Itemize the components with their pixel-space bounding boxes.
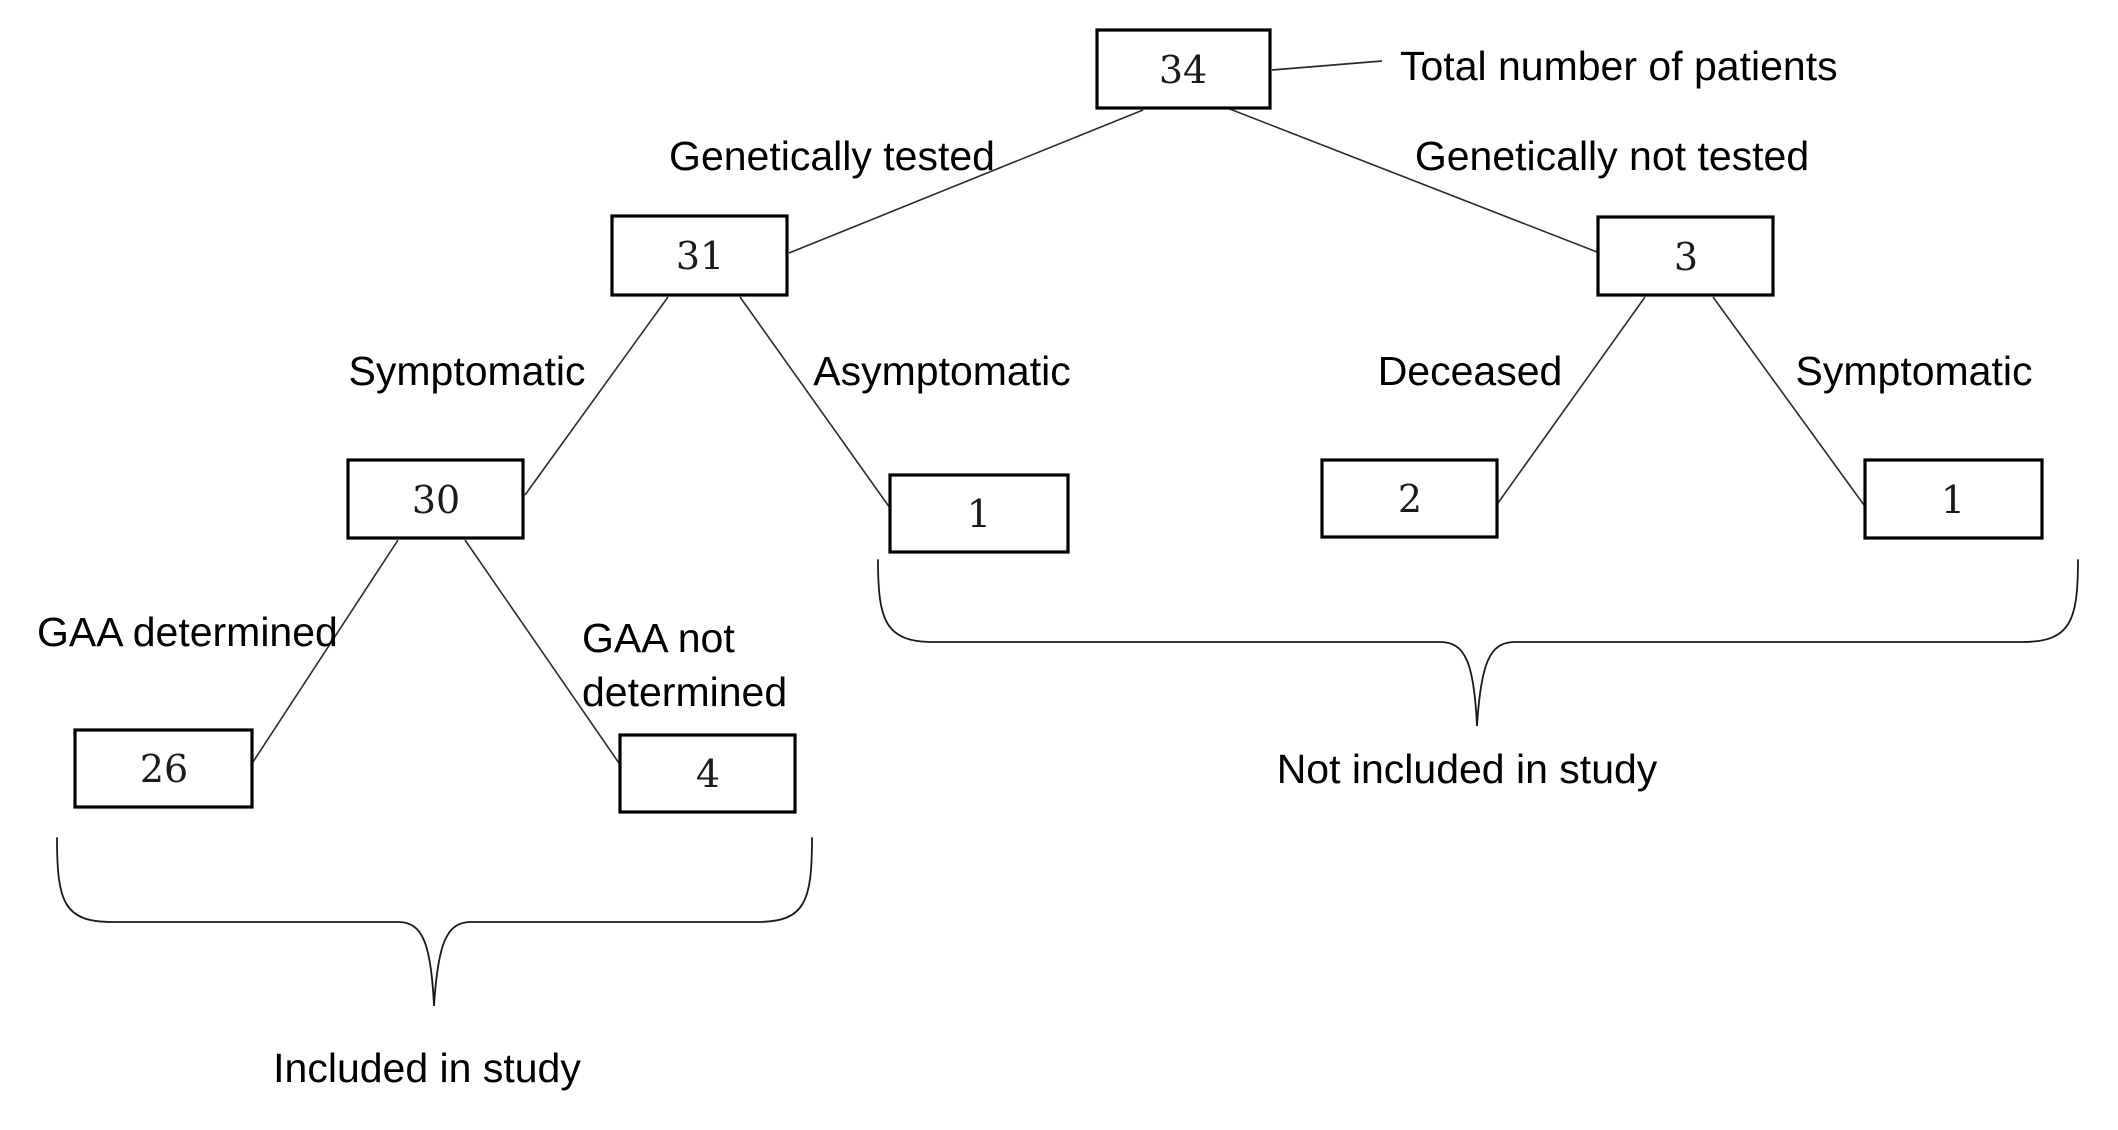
node-value-deceased: 2 xyxy=(1398,477,1422,521)
group-label-included: Included in study xyxy=(273,1045,581,1091)
node-box-gaa-determined xyxy=(73,728,254,809)
branch-label-gaa-determined: GAA determined xyxy=(37,609,338,655)
node-value-total: 34 xyxy=(1159,48,1207,92)
node-value-symptomatic: 30 xyxy=(412,478,460,522)
branch-label-symptomatic: Symptomatic xyxy=(349,348,586,394)
edge-tested-to-asymptomatic xyxy=(739,296,891,509)
brace-not-included xyxy=(877,559,2079,727)
branch-label-deceased: Deceased xyxy=(1378,348,1563,394)
edge-not-tested-to-symptomatic xyxy=(1712,296,1865,506)
node-value-tested: 31 xyxy=(676,234,724,278)
node-box-total xyxy=(1095,28,1272,110)
branch-label-gaa-not-line1: GAA not xyxy=(582,615,735,661)
node-box-tested xyxy=(610,214,789,297)
edge-tested-to-symptomatic xyxy=(524,296,669,496)
brace-included xyxy=(56,837,813,1007)
edge-symptomatic-to-gaa-determined xyxy=(252,539,399,763)
node-value-gaa-determined: 26 xyxy=(140,747,188,791)
node-box-asymptomatic xyxy=(888,473,1070,554)
group-label-not-included: Not included in study xyxy=(1277,746,1658,792)
edge-total-to-tested xyxy=(788,109,1144,254)
node-box-symptomatic xyxy=(346,458,525,540)
node-value-gaa-not-determined: 4 xyxy=(696,752,720,796)
node-value-asymptomatic: 1 xyxy=(967,492,991,536)
callout-line xyxy=(1271,60,1383,71)
edge-symptomatic-to-gaa-not-determined xyxy=(464,539,622,767)
node-box-deceased xyxy=(1320,458,1499,539)
branch-label-genetically-not-tested: Genetically not tested xyxy=(1415,133,1809,179)
node-value-not-tested: 3 xyxy=(1674,235,1698,279)
node-box-gaa-not-determined xyxy=(618,733,797,814)
node-value-nt-symptomatic: 1 xyxy=(1941,478,1965,522)
edge-not-tested-to-deceased xyxy=(1497,296,1646,504)
branch-label-asymptomatic: Asymptomatic xyxy=(813,348,1070,394)
edge-total-to-not-tested xyxy=(1221,105,1598,253)
callout-label-total-patients: Total number of patients xyxy=(1400,43,1838,89)
node-box-not-tested xyxy=(1596,215,1775,297)
branch-label-genetically-tested: Genetically tested xyxy=(669,133,995,179)
node-box-nt-symptomatic xyxy=(1863,458,2044,540)
branch-label-gaa-not-line2: determined xyxy=(582,669,787,715)
branch-label-nt-symptomatic: Symptomatic xyxy=(1796,348,2033,394)
